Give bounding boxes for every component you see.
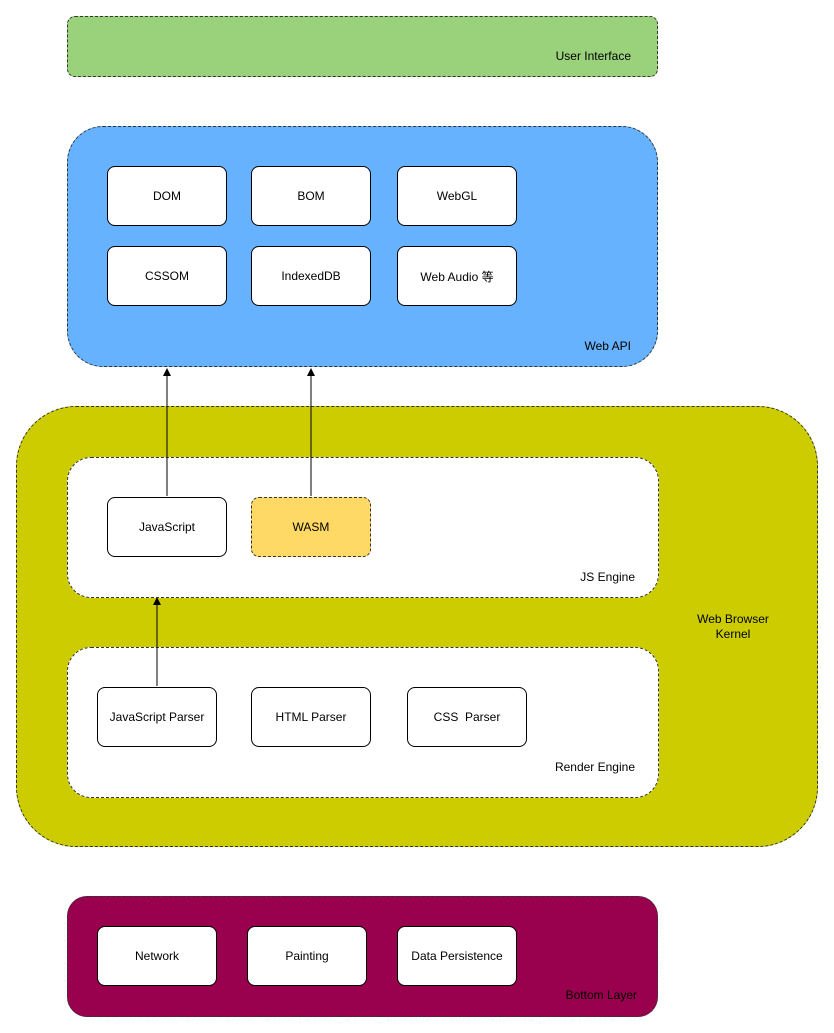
bottom-layer-label: Bottom Layer [565,988,637,1002]
indexeddb-node: IndexedDB [251,246,371,306]
css-parser-node: CSS Parser [407,687,527,747]
js-engine-panel: JavaScript WASM JS Engine [67,457,659,598]
render-engine-label: Render Engine [554,760,635,774]
web-api-label: Web API [584,339,631,353]
cssom-node: CSSOM [107,246,227,306]
render-engine-panel: JavaScript Parser HTML Parser CSS Parser… [67,647,659,798]
web-audio-node: Web Audio 等 [397,246,517,306]
webgl-node: WebGL [397,166,517,226]
javascript-parser-node: JavaScript Parser [97,687,217,747]
javascript-node: JavaScript [107,497,227,557]
web-api-layer: DOM BOM WebGL CSSOM IndexedDB Web Audio … [67,126,658,367]
bom-node: BOM [251,166,371,226]
js-engine-label: JS Engine [580,570,635,584]
network-node: Network [97,926,217,986]
html-parser-node: HTML Parser [251,687,371,747]
user-interface-layer: User Interface [67,16,658,77]
wasm-node: WASM [251,497,371,557]
painting-node: Painting [247,926,367,986]
bottom-layer: Network Painting Data Persistence Bottom… [67,896,658,1017]
dom-node: DOM [107,166,227,226]
kernel-label: Web Browser Kernel [697,612,769,641]
data-persistence-node: Data Persistence [397,926,517,986]
kernel-layer: Web Browser Kernel JavaScript WASM JS En… [16,406,818,847]
user-interface-label: User Interface [555,49,631,63]
